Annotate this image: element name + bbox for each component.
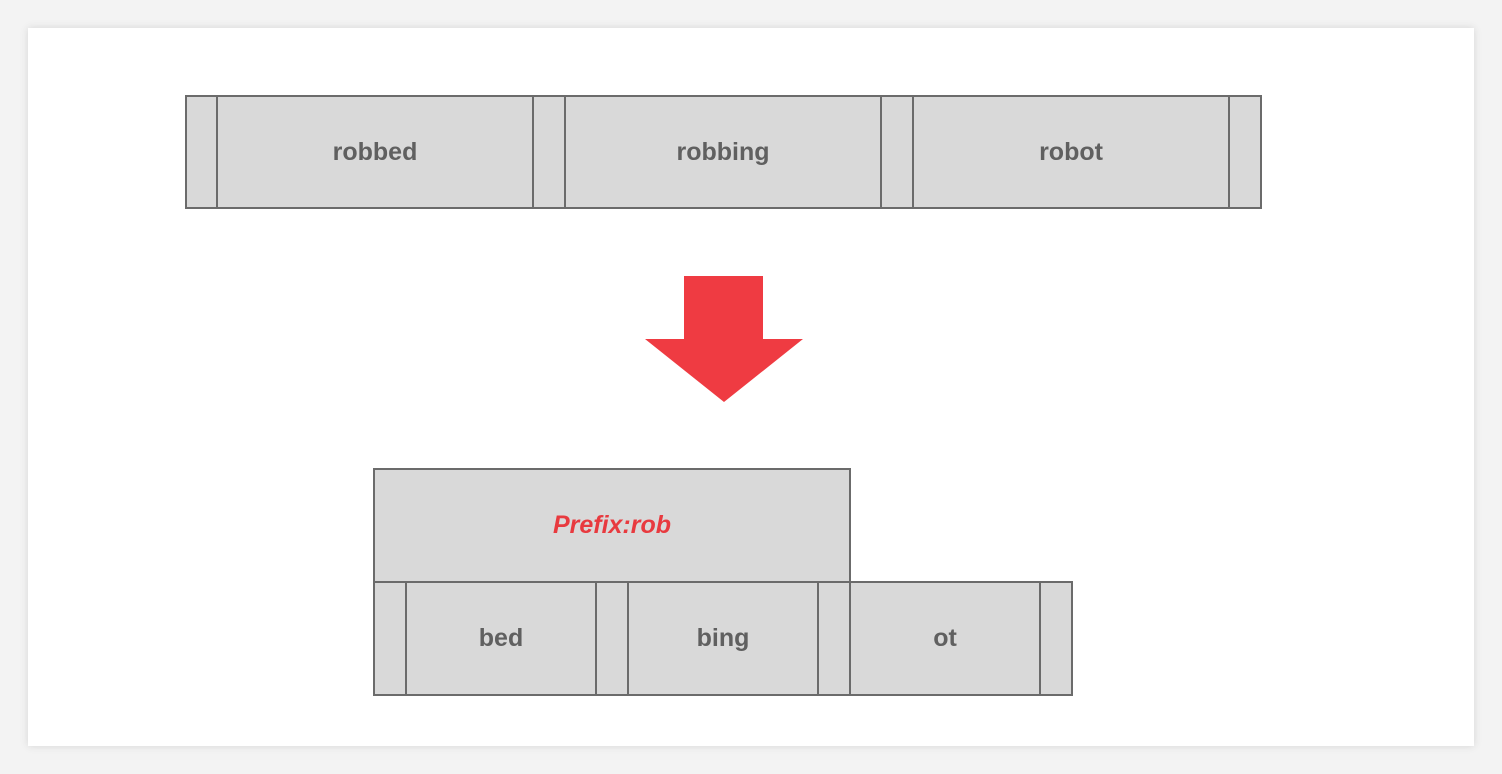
- top-spacer-0: [185, 95, 218, 209]
- down-arrow-icon: [645, 276, 803, 402]
- key-cell-robbing: robbing: [564, 95, 882, 209]
- prefix-cell: Prefix:rob: [373, 468, 851, 583]
- bottom-spacer-2: [817, 581, 851, 696]
- bottom-spacer-0: [373, 581, 407, 696]
- key-cell-robot: robot: [912, 95, 1230, 209]
- key-cell-robbed: robbed: [216, 95, 534, 209]
- suffix-cell-bed: bed: [405, 581, 597, 696]
- top-spacer-3: [1228, 95, 1262, 209]
- top-spacer-1: [532, 95, 566, 209]
- bottom-spacer-1: [595, 581, 629, 696]
- suffix-cell-bing: bing: [627, 581, 819, 696]
- diagram-canvas: robbed robbing robot Prefix:rob bed bing…: [28, 28, 1474, 746]
- suffix-cell-ot: ot: [849, 581, 1041, 696]
- bottom-spacer-3: [1039, 581, 1073, 696]
- top-spacer-2: [880, 95, 914, 209]
